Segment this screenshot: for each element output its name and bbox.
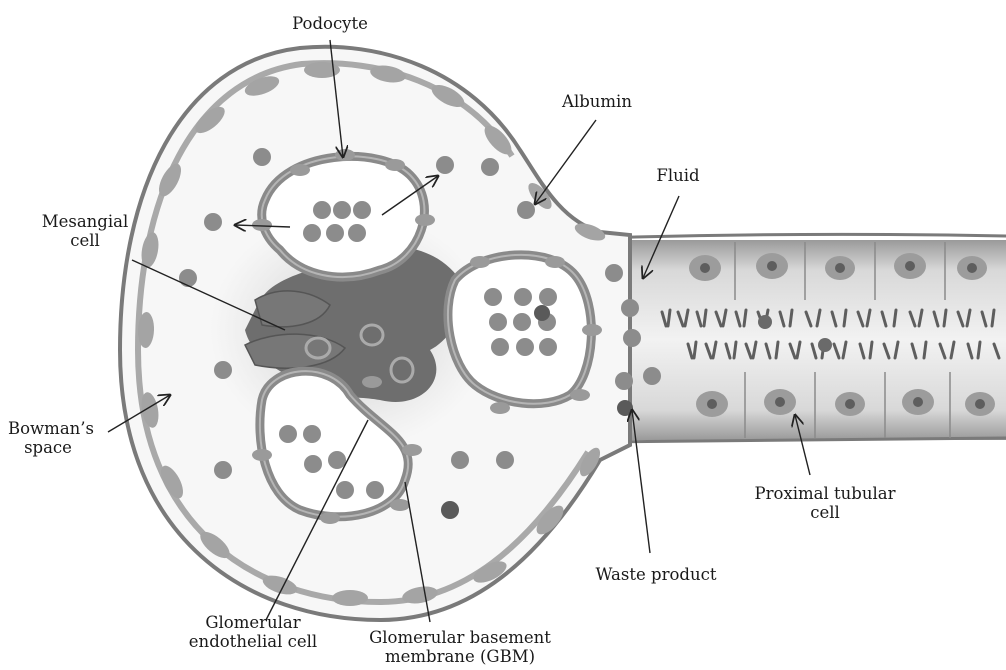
- label-endo-line2: endothelial cell: [178, 632, 328, 651]
- label-waste-product: Waste product: [592, 565, 720, 584]
- label-bowmans-space: Bowman’s space: [8, 419, 88, 457]
- label-endo-line1: Glomerular: [178, 613, 328, 632]
- label-podocyte: Podocyte: [290, 14, 370, 33]
- proximal-tubule: [600, 234, 1006, 442]
- label-fluid: Fluid: [652, 166, 704, 185]
- label-mesangial-cell: Mesangial cell: [38, 212, 132, 250]
- label-bowmans-line1: Bowman’s: [8, 419, 88, 438]
- label-mesangial-line1: Mesangial: [38, 212, 132, 231]
- label-proximal-line2: cell: [745, 503, 905, 522]
- label-gbm-line2: membrane (GBM): [360, 647, 560, 666]
- label-mesangial-line2: cell: [38, 231, 132, 250]
- label-glomerular-endothelial-cell: Glomerular endothelial cell: [178, 613, 328, 651]
- label-bowmans-line2: space: [8, 438, 88, 457]
- label-proximal-line1: Proximal tubular: [745, 484, 905, 503]
- label-gbm-line1: Glomerular basement: [360, 628, 560, 647]
- label-proximal-tubular-cell: Proximal tubular cell: [745, 484, 905, 522]
- label-albumin: Albumin: [555, 92, 639, 111]
- label-gbm: Glomerular basement membrane (GBM): [360, 628, 560, 666]
